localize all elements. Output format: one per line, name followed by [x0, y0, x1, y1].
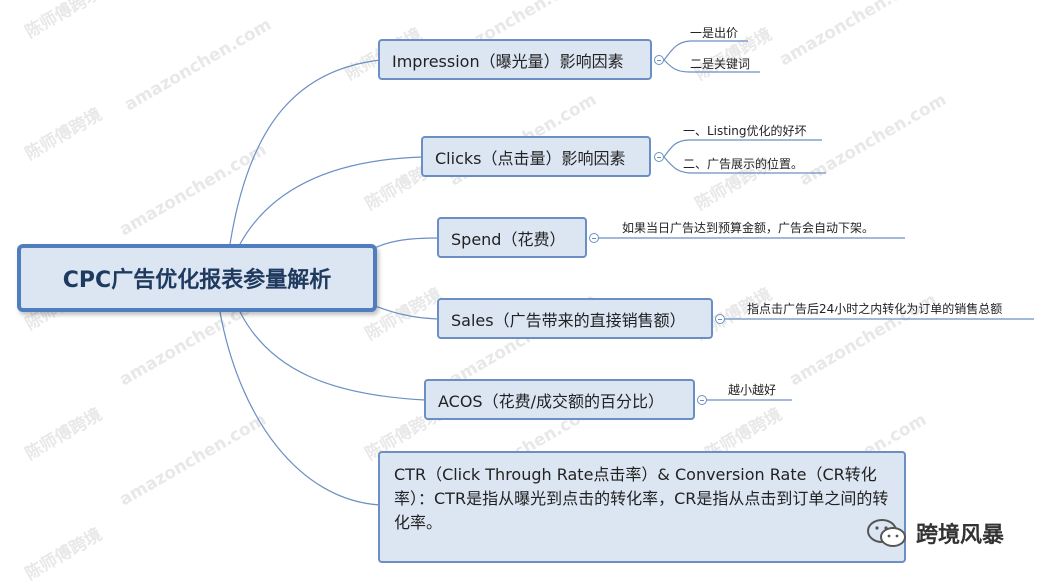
branch-node-ctr[interactable]: CTR（Click Through Rate点击率）& Conversion R…: [378, 451, 906, 563]
leaf-text: 二是关键词: [690, 57, 751, 71]
connector-line: [369, 303, 439, 320]
connector-line: [663, 59, 760, 73]
branch-label: CTR（Click Through Rate点击率）& Conversion R…: [394, 465, 889, 532]
connector-line: [369, 237, 439, 251]
brand-name: 跨境风暴: [916, 523, 1005, 548]
leaf-text: 一是出价: [690, 26, 739, 40]
branch-node-clicks[interactable]: Clicks（点击量）影响因素: [421, 136, 651, 177]
connector-line: [239, 311, 426, 401]
wechat-icon: [867, 519, 906, 547]
collapse-toggle-icon[interactable]: [654, 152, 664, 162]
connector-line: [239, 156, 423, 245]
branch-node-spend[interactable]: Spend（花费）: [437, 217, 587, 258]
root-node[interactable]: CPC广告优化报表参量解析: [17, 244, 377, 312]
branch-node-impression[interactable]: Impression（曝光量）影响因素: [378, 39, 652, 80]
branch-label: Clicks（点击量）影响因素: [435, 148, 626, 168]
collapse-toggle-icon[interactable]: [654, 55, 664, 65]
connector-line: [663, 156, 826, 174]
branch-label: ACOS（花费/成交额的百分比）: [438, 391, 664, 411]
connector-line: [229, 59, 381, 245]
connector-line: [663, 40, 748, 61]
collapse-toggle-icon[interactable]: [589, 233, 599, 243]
branch-label: Sales（广告带来的直接销售额）: [451, 310, 686, 330]
branch-label: Spend（花费）: [451, 229, 566, 249]
connector-line: [219, 311, 381, 506]
branch-node-sales[interactable]: Sales（广告带来的直接销售额）: [437, 298, 713, 339]
leaf-text: 一、Listing优化的好坏: [683, 124, 807, 138]
collapse-toggle-icon[interactable]: [697, 395, 707, 405]
leaf-text: 如果当日广告达到预算金额，广告会自动下架。: [622, 221, 875, 235]
leaf-text: 越小越好: [728, 383, 777, 397]
collapse-toggle-icon[interactable]: [715, 314, 725, 324]
root-title: CPC广告优化报表参量解析: [62, 268, 332, 293]
branch-node-acos[interactable]: ACOS（花费/成交额的百分比）: [424, 379, 695, 420]
connector-line: [663, 139, 822, 158]
branch-label: Impression（曝光量）影响因素: [392, 51, 624, 71]
brand-signature: 跨境风暴: [866, 517, 1004, 549]
leaf-text: 二、广告展示的位置。: [683, 157, 804, 171]
leaf-text: 指点击广告后24小时之内转化为订单的销售总额: [747, 302, 1003, 316]
